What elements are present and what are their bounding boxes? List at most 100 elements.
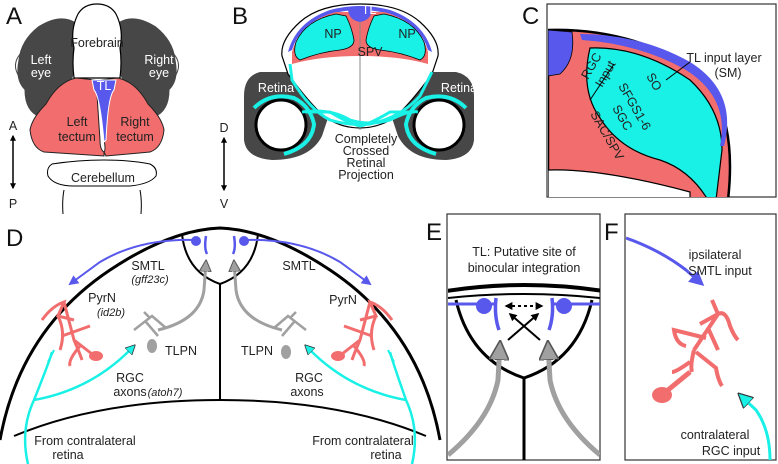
rgc-input-f (740, 395, 772, 460)
smtl-left-dendrite (203, 235, 209, 255)
retina-right-label: Retina (441, 81, 477, 95)
smtl-right-label: SMTL (282, 259, 315, 273)
pyrn-right-soma (331, 351, 345, 361)
pyrn-f-soma (652, 387, 672, 403)
pyrn-f-dendrites (671, 299, 740, 388)
right-eye-rim (171, 51, 179, 79)
retina-left-label: Retina (258, 81, 294, 95)
axis-b-bottom: V (220, 197, 229, 211)
cerebellum-shape (47, 159, 157, 187)
hindbrain-outline (62, 189, 142, 215)
left-lens (254, 98, 308, 152)
right-tectum-label-1: Right (120, 115, 150, 129)
pyrn-right-dendrites (341, 299, 394, 367)
tectum-c-inner-white (548, 169, 691, 197)
tlpn-right-soma (281, 345, 291, 359)
tlpn-right-dendrites (273, 311, 307, 337)
rgc-right-label-1: RGC (295, 371, 323, 385)
rgc-left-label-2: axons (113, 385, 146, 399)
left-tectum-shape (29, 77, 105, 157)
axis-a-top: A (9, 119, 18, 133)
f-bottom-input-2: RGC input (702, 444, 761, 458)
right-tectum-label-2: tectum (116, 130, 154, 144)
tl-shape-a (91, 79, 117, 144)
tlpn-left-axon (157, 262, 206, 332)
smtl-left-soma (191, 236, 201, 246)
cerebellum-label: Cerebellum (71, 171, 135, 185)
tl-top-e (448, 293, 600, 299)
forebrain-shape (72, 3, 122, 79)
panel-f: F ipsilateral SMTL input contralateral R… (604, 213, 777, 461)
caption-b-1: Completely (335, 132, 398, 146)
pyrn-left-label: PyrN (88, 291, 116, 305)
rgc-divider-c (589, 63, 615, 101)
right-lens (412, 98, 466, 152)
tl-label-b: TL (362, 3, 377, 17)
tlpn-left-dendrites (133, 311, 167, 337)
smtl-left-gene: (gff23c) (131, 274, 169, 286)
callout-line-c (665, 61, 691, 81)
smtl-left-dendrite-e (493, 297, 501, 331)
right-eye-label-1: Right (144, 53, 174, 67)
tectum-inner-d (13, 398, 427, 437)
left-tectum-label-1: Left (67, 115, 88, 129)
cross-arrow-2 (508, 312, 541, 341)
rgc-left-arrows (47, 346, 134, 363)
panel-c: C TL input layer (SM) RGC Input SO SFGS1… (522, 3, 777, 198)
panel-label-e: E (426, 219, 442, 246)
smtl-input-f (626, 236, 705, 286)
smtl-left-axon (68, 238, 197, 286)
np-left-shape (294, 13, 355, 61)
np-right-shape (365, 13, 426, 61)
panel-label-a: A (6, 3, 22, 30)
left-retina-rgc (252, 94, 317, 156)
tl-bowl-d (181, 233, 259, 286)
tectum-outline-d (0, 226, 442, 441)
spv-label: SPV (357, 45, 383, 59)
rgc-left-gene: (atoh7) (148, 387, 183, 399)
np-left-label: NP (324, 27, 341, 41)
rgc-right-label-2: axons (290, 385, 323, 399)
tl-label-a: TL (97, 79, 112, 93)
pyrn-right-label: PyrN (329, 293, 357, 307)
rgc-left-label-1: RGC (116, 371, 144, 385)
from-left-label-1: From contralateral (34, 434, 135, 448)
tectum-outline-e (448, 283, 600, 293)
panel-label-d: D (6, 225, 23, 252)
panel-a: A Forebrain Left eye Right eye TL Left t… (6, 3, 179, 215)
e-title-1: TL: Putative site of (472, 245, 576, 259)
right-tectum-shape (99, 77, 165, 157)
smtl-right-dendrite (231, 235, 237, 255)
smtl-right-axon (243, 238, 372, 286)
f-top-input-2: SMTL input (688, 264, 752, 278)
smtl-left-soma-e (476, 298, 492, 314)
tlpn-left-label: TLPN (165, 344, 197, 358)
caption-b-4: Projection (338, 168, 394, 182)
axis-b-top: D (219, 121, 228, 135)
left-eye-label-2: eye (31, 66, 51, 80)
pyrn-left-dendrites (40, 299, 93, 367)
cross-arrow-1 (507, 312, 540, 341)
caption-b-2: Crossed (343, 144, 390, 158)
tlpn-left-soma (147, 339, 157, 353)
pyrn-left-soma (89, 351, 103, 361)
tlpn-left-e (448, 344, 500, 457)
tlpn-right-label: TLPN (241, 344, 273, 358)
right-retina-rgc (403, 94, 468, 156)
left-eye-label-1: Left (31, 53, 52, 67)
f-top-input-1: ipsilateral (689, 248, 742, 262)
panel-b: B NP NP SPV TL Retina Retina Completely … (219, 3, 477, 211)
smtl-right-soma-e (556, 298, 572, 314)
tl-shape-c (548, 29, 574, 77)
left-tectum-label-2: tectum (58, 130, 96, 144)
callout-c-2: (SM) (714, 66, 741, 80)
callout-c-1: TL input layer (686, 51, 761, 65)
optic-nerve-left (306, 110, 361, 128)
optic-nerve-right (359, 110, 414, 128)
axis-a-bottom: P (9, 197, 17, 211)
forebrain-label: Forebrain (70, 36, 124, 50)
caption-b-3: Retinal (347, 156, 386, 170)
np-c-shape (586, 47, 723, 197)
right-eye-label-2: eye (149, 66, 169, 80)
